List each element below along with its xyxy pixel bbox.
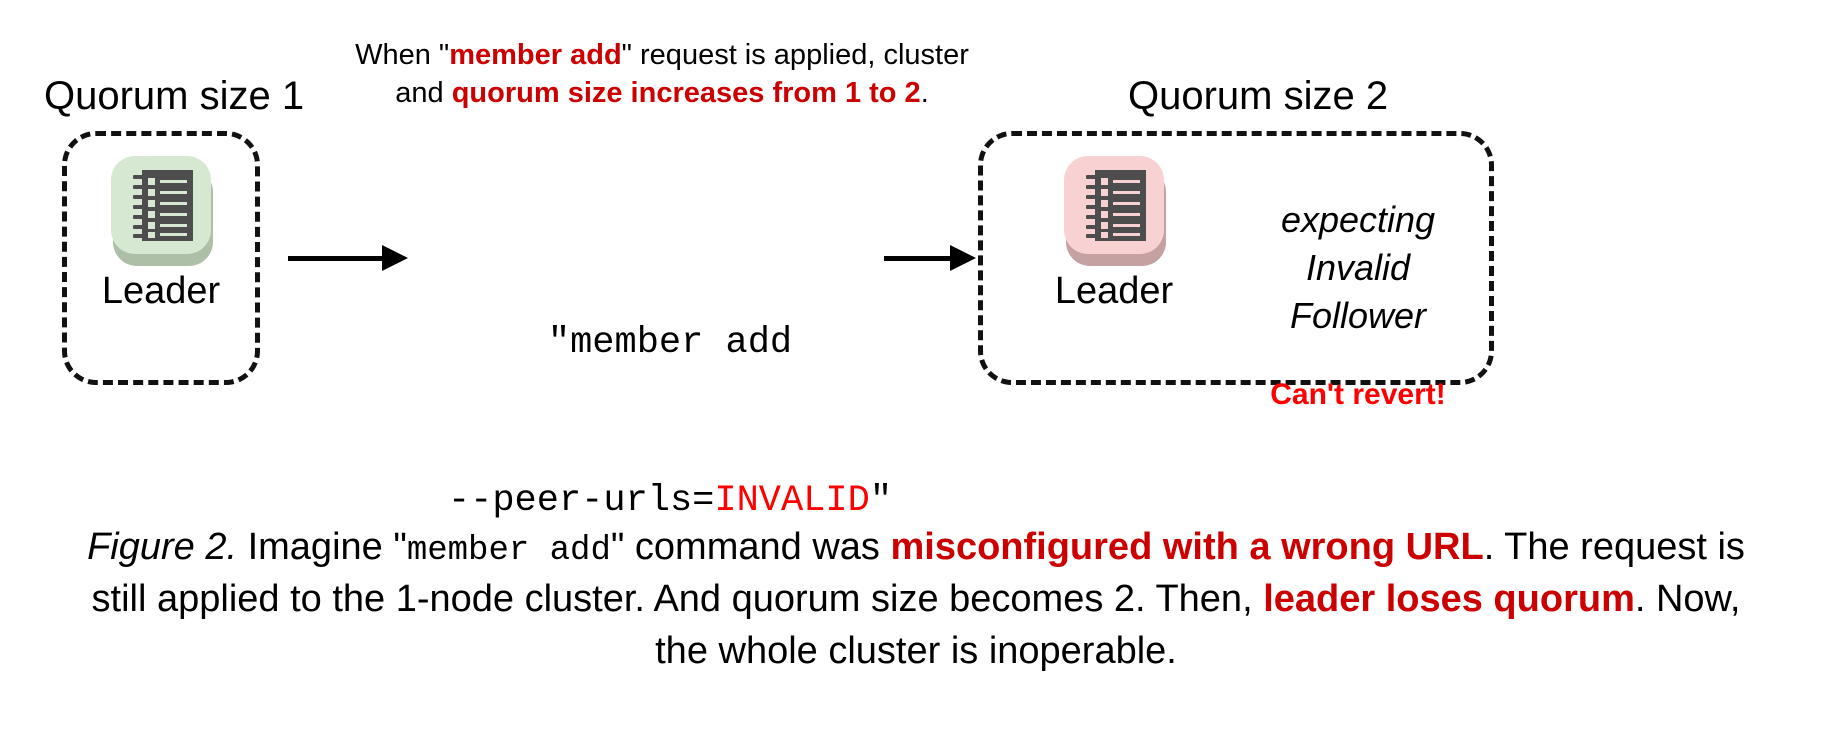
arrow-command-to-cluster [884, 245, 976, 271]
status-line-1: expecting [1280, 199, 1436, 240]
quorum-title-right: Quorum size 2 [1128, 74, 1389, 118]
command-line-2-prefix: --peer-urls= [447, 479, 715, 522]
arrow-shaft [288, 256, 384, 261]
figure-label: Figure 2. [87, 526, 238, 568]
notebook-icon [133, 170, 193, 242]
arrow-head [950, 245, 976, 271]
caption-part-1: Imagine " [237, 526, 407, 568]
command-line-2: --peer-urls=INVALID" [440, 475, 900, 528]
arrow-head [382, 245, 408, 271]
top-note-part-3: . [920, 77, 929, 110]
command-line-1: "member add [547, 322, 793, 365]
node-label-right: Leader [1054, 270, 1174, 312]
top-note-part-2: " request is applied, cluster and [395, 39, 969, 110]
arrow-request-to-command [288, 245, 408, 271]
caption-mono-command: member add [406, 532, 611, 570]
caption-part-3: . The request is still applied to the 1-… [91, 526, 1745, 621]
node-leader-right: Leader [1034, 154, 1194, 310]
notebook-icon [1086, 170, 1146, 242]
quorum-title-left: Quorum size 1 [44, 74, 305, 118]
command-block: "member add --peer-urls=INVALID" [440, 212, 900, 632]
cant-revert-warning: Can't revert! [1270, 378, 1446, 411]
icon-tile-right [1064, 156, 1164, 254]
command-invalid-value: INVALID [714, 479, 870, 522]
notebook-icon-left-wrap [109, 154, 213, 266]
follower-status-text: expecting Invalid Follower [1230, 196, 1486, 340]
status-line-2: Invalid [1305, 246, 1411, 288]
top-note-emphasis-2: quorum size increases from 1 to 2 [451, 77, 921, 110]
cluster-box-left [62, 131, 260, 385]
node-label-left: Leader [101, 270, 221, 312]
top-note-emphasis-1: member add [449, 39, 622, 71]
icon-tile-left [111, 156, 211, 254]
caption-part-2: " command was [610, 526, 891, 568]
command-line-2-suffix: " [869, 479, 893, 522]
arrow-shaft [884, 256, 952, 261]
figure-caption: Figure 2. Imagine "member add" command w… [60, 522, 1772, 678]
node-leader-left: Leader [81, 154, 241, 310]
top-note-part-1: When " [355, 39, 450, 71]
notebook-icon-right-wrap [1062, 154, 1166, 266]
cluster-box-right [978, 131, 1494, 385]
top-annotation: When "member add" request is applied, cl… [352, 36, 972, 113]
status-line-3: Follower [1289, 294, 1427, 336]
caption-emphasis-1: misconfigured with a wrong URL [890, 526, 1484, 568]
caption-part-4: . Now, the whole cluster is inoperable. [655, 578, 1741, 672]
caption-emphasis-2: leader loses quorum [1263, 578, 1635, 621]
